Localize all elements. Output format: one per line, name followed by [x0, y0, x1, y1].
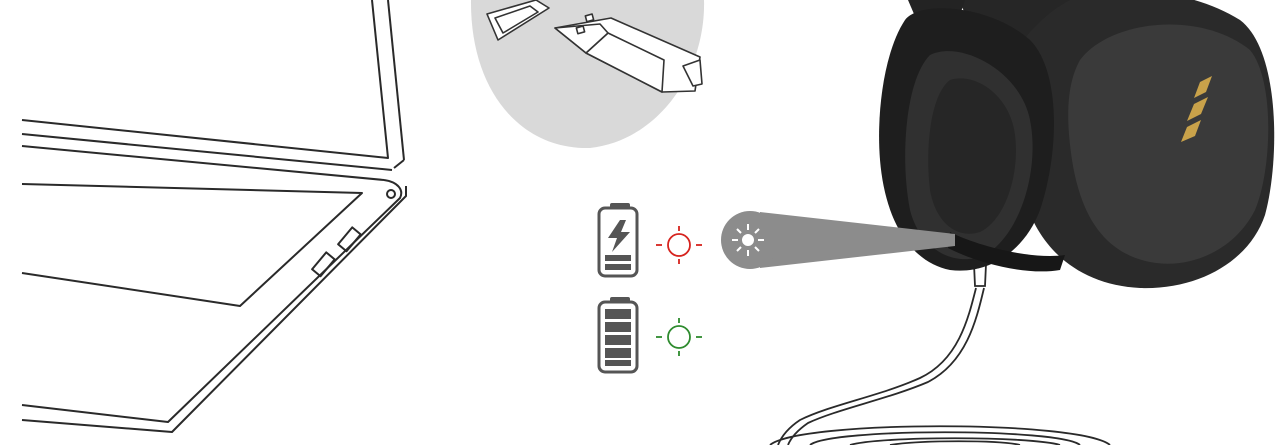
full-led-icon — [656, 318, 702, 356]
laptop-icon — [22, 0, 406, 432]
battery-charging-icon — [599, 203, 637, 276]
charging-led-icon — [656, 226, 702, 264]
battery-full-icon — [599, 297, 637, 372]
usb-cable-icon — [770, 256, 1110, 445]
usb-connector-icon — [471, 0, 704, 148]
